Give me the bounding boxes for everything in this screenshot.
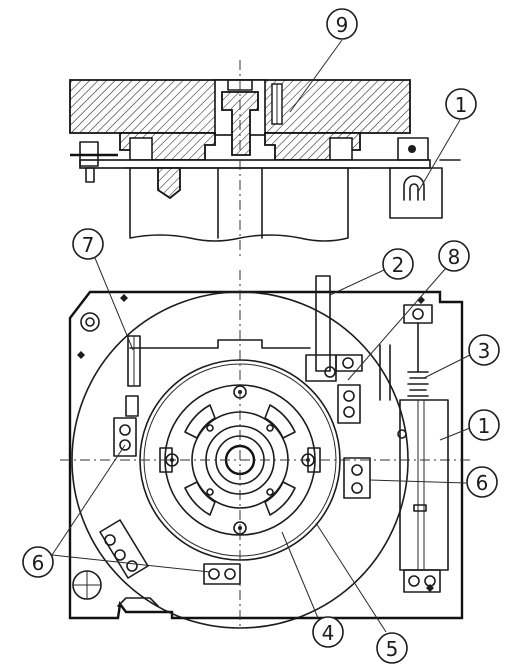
spring-cylinder [379,304,449,593]
callout-label: 1 [478,414,491,438]
lower-body [129,167,349,242]
mounting-holes [72,294,434,600]
callout-label: 6 [32,551,45,575]
callout-label: 6 [476,471,489,495]
callout-label: 7 [82,233,95,257]
callout-3: 3 [468,334,500,366]
callout-7: 7 [72,228,104,260]
callout-label: 9 [336,13,349,37]
callout-6-right: 6 [466,466,498,498]
callout-5: 5 [376,632,408,664]
callout-6-left: 6 [22,546,54,578]
callout-9-top: 9 [326,8,358,40]
base-plate [79,159,431,169]
leader-lines [51,39,471,633]
right-bracket [397,137,429,161]
callout-1-top: 1 [445,88,477,120]
callout-label: 8 [448,245,461,269]
callout-4: 4 [312,616,344,648]
base-plate-outline [68,290,464,620]
stud [157,167,181,200]
plan-view [60,270,470,630]
callout-1-right: 1 [468,409,500,441]
callout-label: 3 [478,339,491,363]
callout-label: 4 [322,621,335,645]
callout-2: 2 [382,248,414,280]
callout-8: 8 [438,240,470,272]
callout-label: 1 [455,93,468,117]
rotor-slot [184,404,216,439]
indexing-arm [305,275,363,424]
section-view [69,60,461,260]
callout-label: 2 [392,253,405,277]
right-housing [389,167,443,219]
clamp-blocks [99,457,371,585]
lever-left [113,335,141,457]
callout-label: 5 [386,637,399,661]
